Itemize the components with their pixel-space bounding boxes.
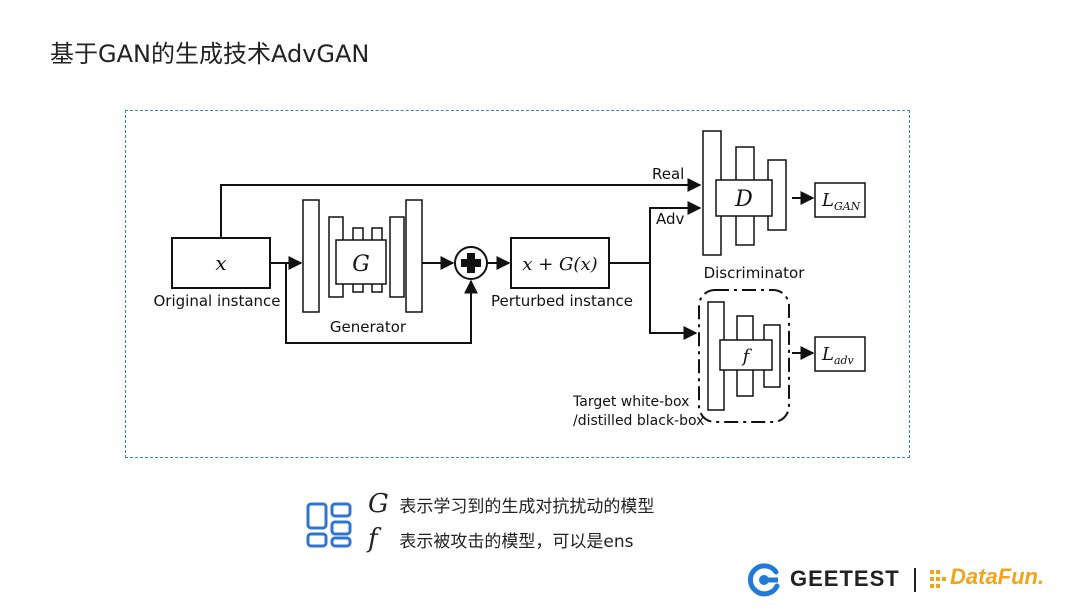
target-block — [707, 301, 781, 411]
perturbed-label: Perturbed instance — [491, 292, 633, 310]
input-symbol: x — [215, 251, 226, 275]
target-label-2: /distilled black-box — [573, 413, 704, 429]
legend-text: 表示被攻击的模型，可以是ens — [399, 532, 634, 552]
legend-text: 表示学习到的生成对抗扰动的模型 — [399, 497, 655, 517]
real-label: Real — [652, 165, 684, 183]
discriminator-block — [702, 130, 787, 256]
discriminator-symbol: D — [734, 187, 753, 212]
connectors — [220, 178, 815, 360]
loss-adv: Ladv — [821, 344, 855, 367]
diagram-frame — [125, 110, 910, 458]
geetest-logo-icon — [747, 563, 780, 597]
perturbed-symbol: x + G(x) — [522, 254, 597, 275]
loss-adv-box — [814, 336, 866, 372]
input-label: Original instance — [153, 292, 280, 310]
discriminator-label: Discriminator — [704, 264, 806, 282]
plus-icon — [454, 246, 488, 280]
legend-grid-icon — [306, 502, 352, 548]
geetest-brand: GEETEST — [790, 566, 900, 591]
loss-gan: LGAN — [821, 190, 861, 213]
adv-label: Adv — [656, 210, 685, 228]
loss-gan-box — [814, 182, 866, 218]
brand-divider — [914, 568, 916, 592]
legend-item-target: f 表示被攻击的模型，可以是ens — [368, 524, 634, 554]
datafun-logo-icon — [930, 570, 946, 588]
generator-label: Generator — [330, 318, 407, 336]
slide-title: 基于GAN的生成技术AdvGAN — [50, 40, 370, 68]
target-frame — [698, 289, 790, 423]
legend-symbol: f — [368, 524, 378, 554]
datafun-brand: DataFun. — [950, 564, 1045, 589]
generator-block — [302, 199, 423, 313]
target-label-1: Target white-box — [572, 394, 689, 410]
legend-item-generator: G 表示学习到的生成对抗扰动的模型 — [368, 489, 654, 519]
generator-symbol: G — [352, 252, 370, 277]
input-box — [171, 237, 271, 289]
legend-symbol: G — [368, 489, 389, 519]
